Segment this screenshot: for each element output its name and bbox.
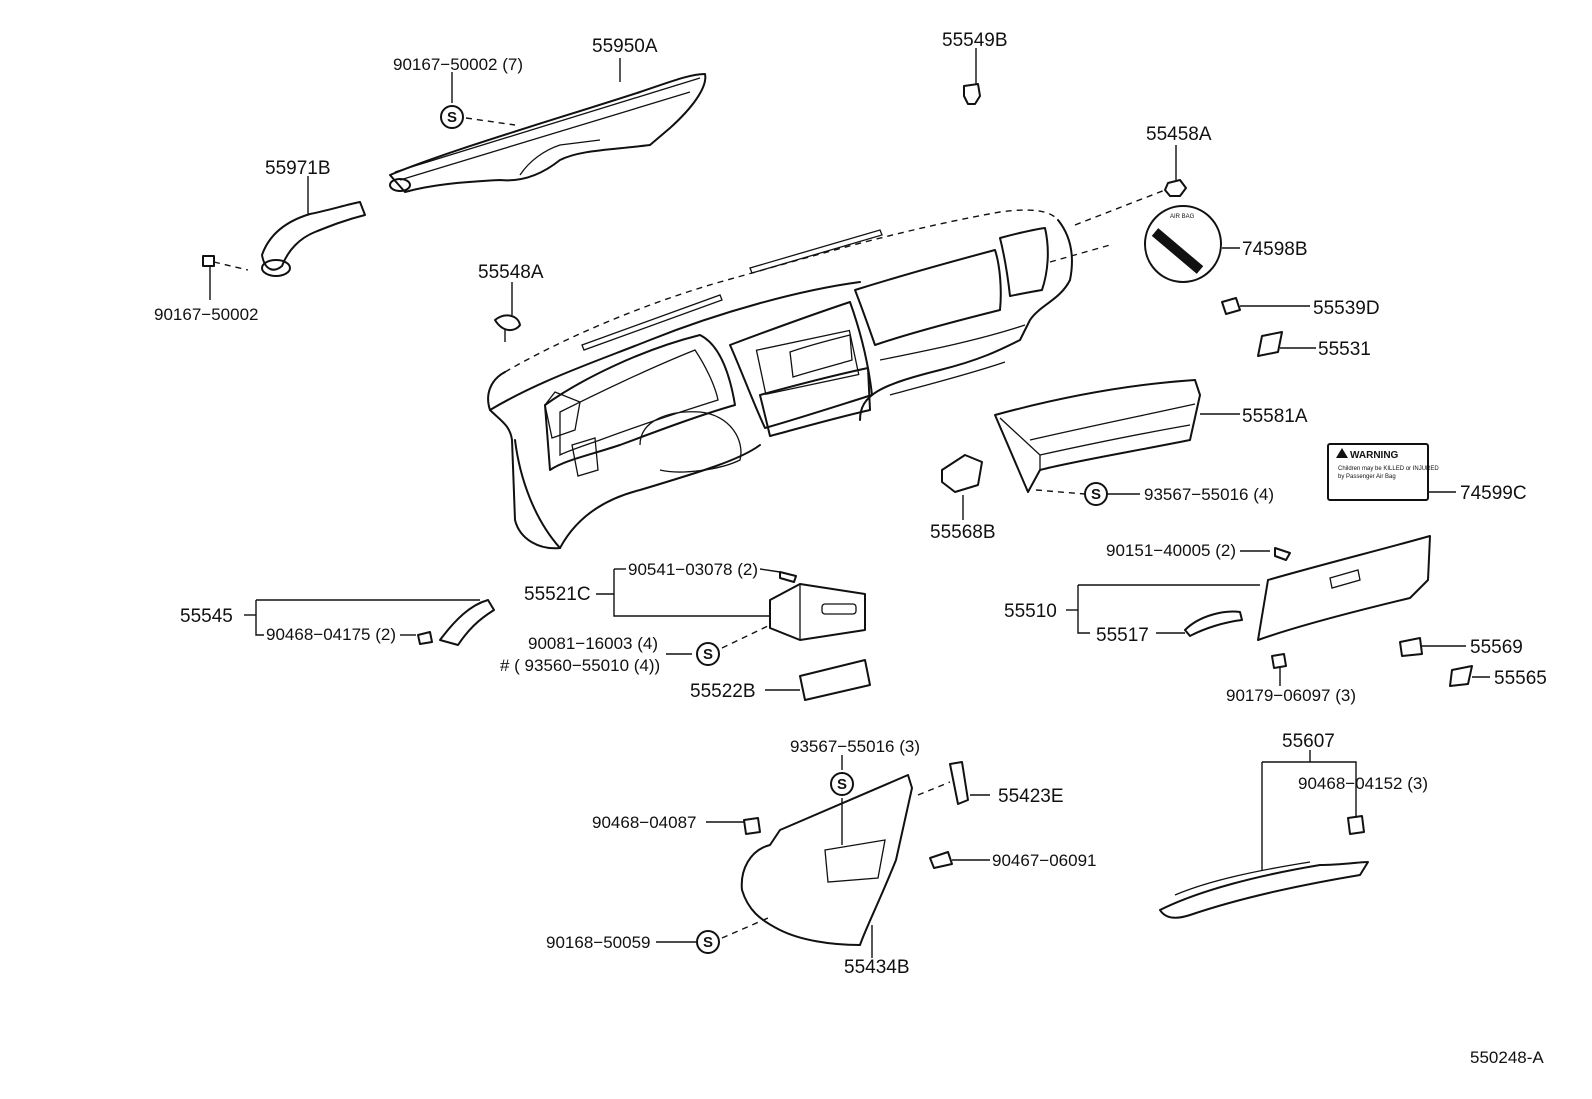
screw-symbol-4: S — [830, 772, 854, 796]
part-55569 — [1399, 637, 1423, 657]
label-55539d: 55539D — [1313, 298, 1380, 319]
part-55565 — [1449, 665, 1473, 687]
airbag-sticker-text: AIR BAG — [1170, 214, 1195, 220]
warning-line-2: by Passenger Air Bag — [1338, 474, 1396, 480]
label-55510: 55510 — [1004, 601, 1057, 622]
clip-90468-04152 — [1347, 815, 1365, 835]
side-defroster-duct — [261, 201, 366, 277]
glove-box-housing — [994, 379, 1201, 493]
svg-text:S: S — [703, 646, 713, 663]
label-90167-50002-7: 90167−50002 (7) — [393, 55, 523, 74]
label-90168-50059: 90168−50059 — [546, 933, 650, 952]
plate-55522b — [799, 659, 871, 701]
clip-90468-04087 — [743, 817, 761, 835]
part-55539d — [1221, 297, 1241, 315]
label-55565: 55565 — [1494, 668, 1547, 689]
screw-symbol-5: S — [696, 930, 720, 954]
label-90167-50002: 90167−50002 — [154, 305, 258, 324]
warning-label-74599c: WARNING Children may be KILLED or INJURE… — [1327, 443, 1439, 501]
screw-90541-03078 — [779, 571, 797, 583]
label-90151-40005-2: 90151−40005 (2) — [1106, 541, 1236, 560]
warning-line-1: Children may be KILLED or INJURED — [1338, 466, 1439, 472]
label-55531: 55531 — [1318, 339, 1371, 360]
clip-55549b — [963, 83, 981, 105]
label-93567-55016-3: 93567−55016 (3) — [790, 737, 920, 756]
screw-90167-50002 — [202, 255, 249, 271]
label-90179-06097-3: 90179−06097 (3) — [1226, 686, 1356, 705]
airbag-sticker: AIR BAG — [1144, 205, 1222, 283]
screw-symbol-3: S — [696, 642, 720, 666]
label-90468-04152-3: 90468−04152 (3) — [1298, 774, 1428, 793]
svg-text:S: S — [1091, 486, 1101, 503]
label-55607: 55607 — [1282, 731, 1335, 752]
label-55568b: 55568B — [930, 522, 996, 543]
pocket-55521c — [769, 583, 866, 641]
label-55950a: 55950A — [592, 36, 658, 57]
label-74599c: 74599C — [1460, 483, 1527, 504]
screw-symbol-1: S — [440, 105, 464, 129]
leader-lines — [209, 48, 1490, 958]
nut-90179-06097 — [1271, 653, 1287, 669]
label-55434b: 55434B — [844, 957, 910, 978]
label-55971b: 55971B — [265, 158, 331, 179]
label-90467-06091: 90467−06091 — [992, 851, 1096, 870]
hinge-55517 — [1184, 610, 1243, 637]
part-55531 — [1257, 331, 1283, 357]
label-90468-04087: 90468−04087 — [592, 813, 696, 832]
svg-text:S: S — [703, 934, 713, 951]
glovebox-latch-55568b — [941, 454, 983, 493]
label-74598b: 74598B — [1242, 239, 1308, 260]
label-55423e: 55423E — [998, 786, 1064, 807]
label-55548a: 55548A — [478, 262, 544, 283]
clip-90467-06091 — [929, 851, 953, 869]
label-55569: 55569 — [1470, 637, 1523, 658]
svg-text:S: S — [447, 109, 457, 126]
glove-box-door — [1257, 535, 1431, 641]
label-93560-55010-4: # ( 93560−55010 (4)) — [500, 656, 660, 675]
label-55545: 55545 — [180, 606, 233, 627]
label-90541-03078-2: 90541−03078 (2) — [628, 560, 758, 579]
nut-55458a — [1164, 179, 1187, 197]
bracket-55607 — [1159, 861, 1369, 919]
part-labels: 55950A 90167−50002 (7) 55549B 55458A 559… — [154, 30, 1547, 1067]
clip-55423e — [949, 761, 969, 805]
clip-55548a — [494, 314, 521, 342]
label-55517: 55517 — [1096, 625, 1149, 646]
label-90081-16003-4: 90081−16003 (4) — [528, 634, 658, 653]
screw-symbol-2: S — [1084, 482, 1108, 506]
label-55549b: 55549B — [942, 30, 1008, 51]
label-55522b: 55522B — [690, 681, 756, 702]
instrument-panel — [487, 209, 1111, 550]
screw-90151-40005 — [1274, 547, 1291, 561]
diagram-id: 550248-A — [1470, 1048, 1544, 1067]
defroster-nozzle — [389, 73, 707, 193]
label-55521c: 55521C — [524, 584, 591, 605]
svg-text:S: S — [837, 776, 847, 793]
warning-heading: WARNING — [1350, 450, 1399, 461]
trim-55545 — [417, 599, 495, 646]
label-55458a: 55458A — [1146, 124, 1212, 145]
lower-panel-55434b — [740, 774, 913, 946]
label-93567-55016-4: 93567−55016 (4) — [1144, 485, 1274, 504]
label-55581a: 55581A — [1242, 406, 1308, 427]
label-90468-04175-2: 90468−04175 (2) — [266, 625, 396, 644]
